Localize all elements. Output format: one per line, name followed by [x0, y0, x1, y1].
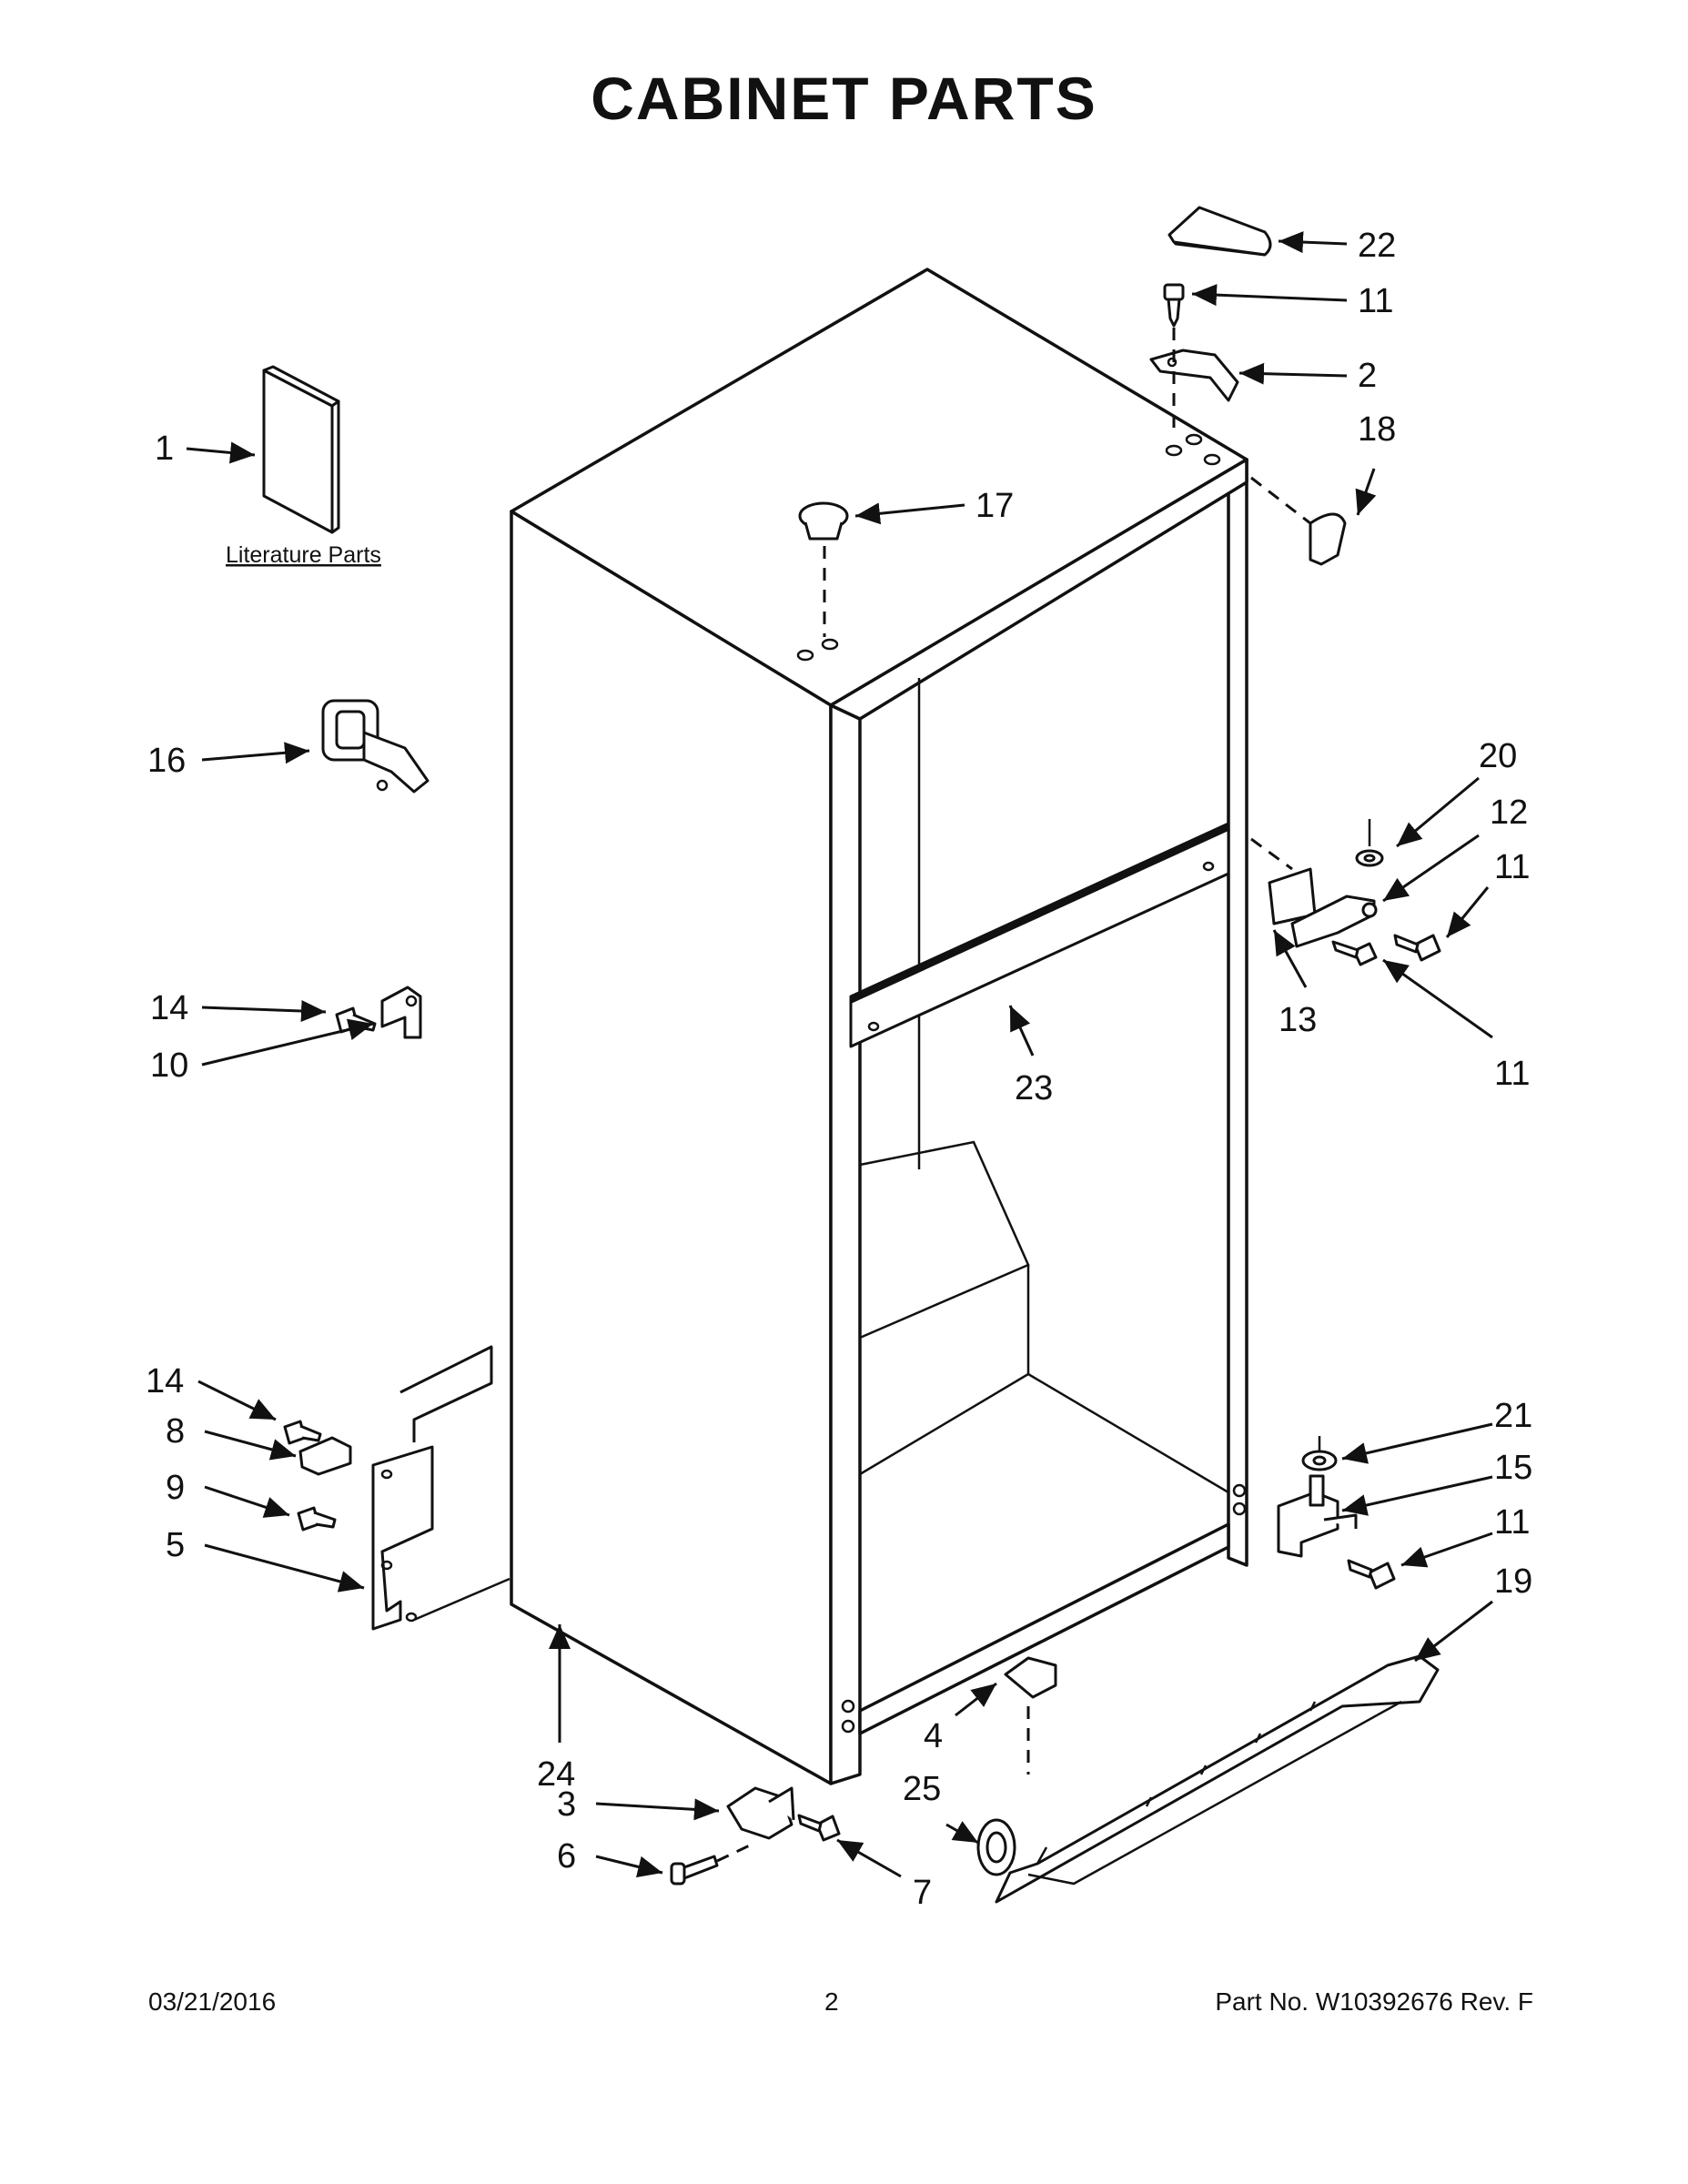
hinge-washer-icon [1355, 849, 1384, 867]
hinge-washer-icon [1301, 1450, 1338, 1471]
screw-icon [797, 1814, 841, 1842]
hinge-screw-icon [1393, 934, 1441, 962]
screw-icon [297, 1506, 337, 1532]
callout-12: 12 [1490, 794, 1528, 832]
lower-hinge-icon [1277, 1474, 1358, 1558]
callout-11: 11 [1494, 1055, 1530, 1093]
callout-13: 13 [1279, 1001, 1317, 1039]
hinge-screw-icon [1347, 1559, 1396, 1590]
callout-18: 18 [1358, 410, 1396, 449]
hole-plug-icon [798, 501, 849, 541]
callout-10: 10 [150, 1046, 188, 1085]
callout-16: 16 [147, 742, 186, 780]
cabinet [510, 268, 1248, 1785]
callout-25: 25 [903, 1770, 941, 1808]
hinge-clip-icon [298, 1436, 352, 1476]
callout-11: 11 [1494, 848, 1530, 886]
axle-pin-icon [670, 1855, 719, 1886]
lower-hinge-plate [371, 1345, 493, 1631]
cabinet-bottom-rail [858, 1522, 1230, 1735]
roller-wheel-icon [976, 1818, 1016, 1876]
callout-2: 2 [1358, 357, 1377, 395]
callout-3: 3 [557, 1785, 576, 1824]
divider-bar [849, 822, 1230, 1048]
callout-17: 17 [975, 487, 1014, 525]
cabinet-left-side [510, 510, 833, 1785]
callout-22: 22 [1358, 227, 1396, 265]
callout-5: 5 [166, 1526, 185, 1564]
callout-14: 14 [150, 989, 188, 1027]
top-hinge-cover-icon [1167, 206, 1272, 257]
callout-21: 21 [1494, 1397, 1532, 1435]
top-hinge-screw-icon [1163, 283, 1185, 328]
callout-4: 4 [924, 1717, 943, 1755]
callout-24: 24 [537, 1755, 575, 1794]
callout-9: 9 [166, 1469, 185, 1507]
leader-lines [186, 231, 1493, 1878]
callout-15: 15 [1494, 1449, 1532, 1487]
callout-11: 11 [1494, 1503, 1530, 1542]
literature-booklet-icon [262, 365, 340, 534]
handle-bracket-icon [380, 986, 422, 1039]
footer-part-number: Part No. W10392676 Rev. F [1215, 1987, 1533, 2016]
page-title: CABINET PARTS [591, 65, 1097, 132]
hinge-screw-icon [1331, 940, 1378, 966]
cabinet-front-top-rail [829, 458, 1248, 721]
base-grille-icon [995, 1654, 1440, 1904]
callout-19: 19 [1494, 1562, 1532, 1601]
callout-23: 23 [1015, 1069, 1053, 1107]
callout-labels: 1 Literature Parts 22 11 2 18 17 16 20 1… [146, 227, 1532, 1912]
roller-bracket-icon [726, 1786, 795, 1840]
top-hinge-icon [1149, 349, 1239, 402]
callout-1: 1 [155, 430, 174, 468]
center-hinge-icon [1268, 867, 1378, 948]
callout-6: 6 [557, 1837, 576, 1876]
callout-7: 7 [913, 1874, 932, 1912]
cabinet-front-frame-left [829, 703, 862, 1785]
callout-11: 11 [1358, 282, 1393, 320]
callout-8: 8 [166, 1412, 185, 1451]
literature-parts-label: Literature Parts [226, 542, 381, 568]
callout-14: 14 [146, 1362, 184, 1400]
footer-page-number: 2 [824, 1987, 839, 2016]
callout-20: 20 [1479, 737, 1517, 775]
cabinet-front-frame-right [1227, 458, 1248, 1567]
screw-icon [283, 1420, 322, 1445]
hinge-shim-icon [1309, 512, 1347, 566]
footer-date: 03/21/2016 [148, 1987, 277, 2016]
leveler-spacer-icon [1004, 1656, 1057, 1699]
door-stop-icon [321, 699, 430, 794]
